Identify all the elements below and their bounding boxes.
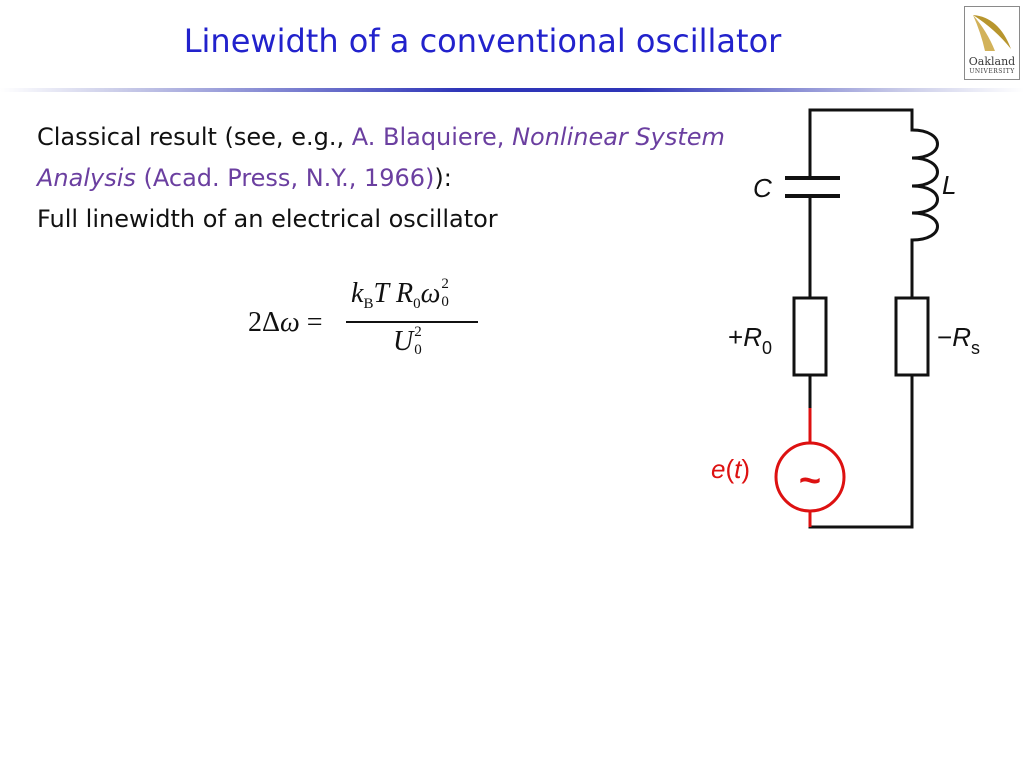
body-suffix: ): [434, 164, 452, 192]
voltage-source [774, 408, 846, 527]
circuit-wires [808, 108, 914, 529]
equation-omega: ω [280, 307, 300, 338]
num-R-subscript: 0 [413, 296, 421, 312]
reference-book-title: Nonlinear System Analysis [37, 123, 725, 192]
resistor-left-sign: + [728, 322, 743, 352]
den-U: U [393, 326, 414, 357]
reference-publisher: (Acad. Press, N.Y., 1966) [135, 164, 435, 192]
oakland-university-logo: Oakland UNIVERSITY [964, 6, 1020, 80]
source-tilde-icon: ~ [799, 460, 821, 502]
resistor-right-subscript: s [971, 338, 980, 358]
num-k-subscript: B [363, 296, 374, 312]
capacitor-symbol [785, 176, 840, 198]
reference-author: A. Blaquiere, [351, 123, 513, 151]
resistor-left [792, 296, 828, 377]
fraction-bar [346, 321, 478, 323]
den-U-superscript: 2 [414, 324, 422, 340]
source-label-e: e [711, 454, 725, 484]
source-label-open: ( [725, 454, 734, 484]
source-label: e(t) [711, 454, 750, 484]
num-omega: ω [420, 278, 441, 309]
num-omega-superscript: 2 [441, 276, 449, 292]
body-line-linewidth: Full linewidth of an electrical oscillat… [37, 205, 498, 233]
body-prefix: Classical result (see, e.g., [37, 123, 352, 151]
capacitor-label: C [753, 173, 772, 203]
resistor-left-label: +R0 [728, 322, 772, 358]
source-label-close: ) [741, 454, 750, 484]
resistor-right [894, 296, 930, 377]
equation-coefficient: 2Δ [248, 307, 281, 338]
num-R: R [396, 278, 414, 309]
den-U-subscript: 0 [414, 342, 422, 358]
resistor-right-symbol: R [952, 322, 971, 352]
body-text: Classical result (see, e.g., A. Blaquier… [37, 117, 727, 240]
inductor-symbol [911, 128, 939, 242]
num-T: T [373, 278, 390, 309]
num-k: k [351, 278, 364, 309]
resistor-right-label: −Rs [937, 322, 980, 358]
num-omega-subscript: 0 [441, 294, 449, 310]
inductor-label: L [942, 170, 956, 200]
resistor-left-symbol: R [743, 322, 762, 352]
resistor-right-sign: − [937, 322, 952, 352]
sail-emblem-icon [969, 11, 1015, 53]
equation-lhs: 2Δω = [248, 307, 323, 339]
resistor-left-subscript: 0 [762, 338, 772, 358]
slide-title: Linewidth of a conventional oscillator [183, 22, 782, 60]
logo-subtitle: UNIVERSITY [969, 68, 1015, 75]
title-divider [0, 88, 1024, 92]
logo-wordmark: Oakland [968, 55, 1016, 68]
source-label-t: t [734, 454, 743, 484]
equation-equals: = [299, 307, 323, 338]
